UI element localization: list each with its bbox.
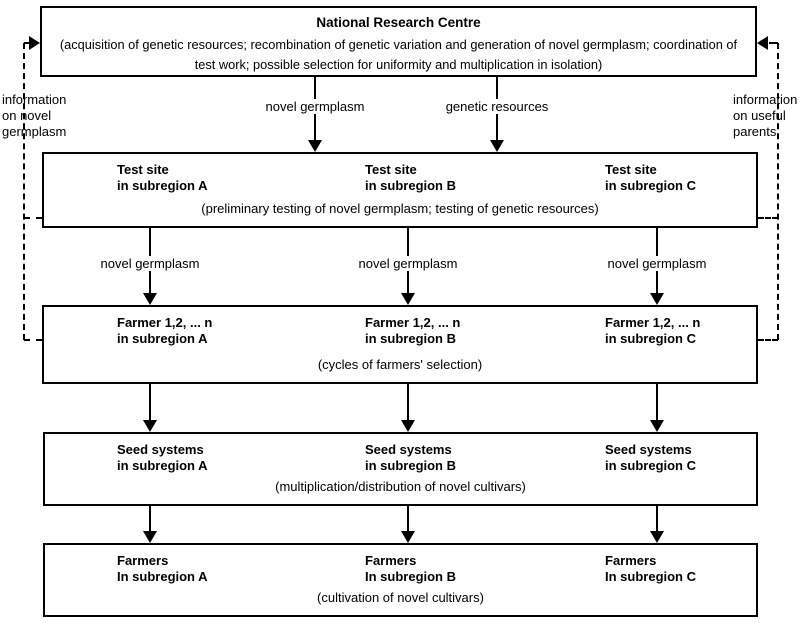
column-location: in subregion B [365,458,456,473]
down-arrowhead-icon [650,531,664,543]
column-title: Seed systems [117,442,204,457]
farmers-box: Farmers In subregion A Farmers In subreg… [43,543,758,617]
farmers-note: (cultivation of novel cultivars) [317,590,484,605]
column-location: In subregion C [605,569,696,584]
arrow-label-novel-germplasm: novel germplasm [261,99,369,114]
farmer-n-subregion-c: Farmer 1,2, ... n in subregion C [605,315,700,347]
right-feedback-connector-farmer [758,339,778,341]
down-arrowhead-icon [143,531,157,543]
left-feedback-connector-testsite [24,217,42,219]
column-title: Seed systems [605,442,692,457]
arrow-line [656,384,658,421]
column-location: in subregion A [117,178,208,193]
down-arrowhead-icon [308,140,322,152]
test-site-subregion-a: Test site in subregion A [117,162,208,194]
arrow-line [656,506,658,532]
right-feedback-top-connector [769,42,778,44]
seed-systems-subregion-a: Seed systems in subregion A [117,442,208,474]
test-sites-box: Test site in subregion A Test site in su… [42,152,758,228]
seed-systems-box: Seed systems in subregion A Seed systems… [43,432,758,506]
seed-systems-subregion-c: Seed systems in subregion C [605,442,696,474]
right-feedback-label-line1: information [733,92,798,107]
arrow-line [407,384,409,421]
right-feedback-label: information on useful parents [733,92,797,140]
farmers-subregion-c: Farmers In subregion C [605,553,696,585]
nrc-description: (acquisition of genetic resources; recom… [59,37,738,72]
arrow-label-novel-germplasm: novel germplasm [96,256,204,271]
right-feedback-label-line3: parents [733,124,777,139]
column-title: Test site [365,162,417,177]
test-site-subregion-b: Test site in subregion B [365,162,456,194]
column-title: Farmers [605,553,657,568]
test-site-subregion-c: Test site in subregion C [605,162,696,194]
column-title: Farmer 1,2, ... n [605,315,701,330]
column-location: in subregion B [365,178,456,193]
arrow-line [149,506,151,532]
right-arrowhead-icon [29,36,40,50]
down-arrowhead-icon [490,140,504,152]
down-arrowhead-icon [143,420,157,432]
column-title: Test site [117,162,169,177]
arrow-line [407,506,409,532]
farmer-n-subregion-a: Farmer 1,2, ... n in subregion A [117,315,212,347]
left-feedback-label-line3: germplasm [2,124,67,139]
column-title: Farmers [365,553,417,568]
nrc-title: National Research Centre [316,15,481,30]
column-title: Farmer 1,2, ... n [117,315,213,330]
column-location: In subregion A [117,569,208,584]
column-location: in subregion B [365,331,456,346]
left-feedback-vline [23,43,25,340]
arrow-label-genetic-resources: genetic resources [441,99,553,114]
column-location: In subregion B [365,569,456,584]
test-sites-note: (preliminary testing of novel germplasm;… [201,201,599,216]
farmers-subregion-a: Farmers In subregion A [117,553,208,585]
farmer-selection-box: Farmer 1,2, ... n in subregion A Farmer … [42,305,758,384]
column-location: in subregion A [117,458,208,473]
column-title: Test site [605,162,657,177]
arrow-line [149,384,151,421]
right-feedback-connector-testsite [758,217,778,219]
column-location: in subregion A [117,331,208,346]
column-title: Farmers [117,553,169,568]
seed-systems-subregion-b: Seed systems in subregion B [365,442,456,474]
left-feedback-label-line2: on novel [2,108,52,123]
left-arrowhead-icon [757,36,768,50]
column-location: in subregion C [605,178,696,193]
seed-systems-note: (multiplication/distribution of novel cu… [275,479,526,494]
left-feedback-label: information on novel germplasm [2,92,66,140]
arrow-label-novel-germplasm: novel germplasm [603,256,711,271]
arrow-label-novel-germplasm: novel germplasm [354,256,462,271]
national-research-centre-box: National Research Centre (acquisition of… [40,6,757,77]
farmer-n-subregion-b: Farmer 1,2, ... n in subregion B [365,315,460,347]
column-title: Farmer 1,2, ... n [365,315,461,330]
column-title: Seed systems [365,442,452,457]
down-arrowhead-icon [650,293,664,305]
left-feedback-connector-farmer [24,339,42,341]
left-feedback-top-connector [24,42,31,44]
down-arrowhead-icon [143,293,157,305]
column-location: in subregion C [605,458,696,473]
column-location: in subregion C [605,331,696,346]
down-arrowhead-icon [401,531,415,543]
down-arrowhead-icon [401,420,415,432]
down-arrowhead-icon [401,293,415,305]
farmer-selection-note: (cycles of farmers' selection) [317,357,483,372]
right-feedback-vline [777,43,779,340]
left-feedback-label-line1: information [2,92,67,107]
farmers-subregion-b: Farmers In subregion B [365,553,456,585]
down-arrowhead-icon [650,420,664,432]
right-feedback-label-line2: on useful [733,108,786,123]
